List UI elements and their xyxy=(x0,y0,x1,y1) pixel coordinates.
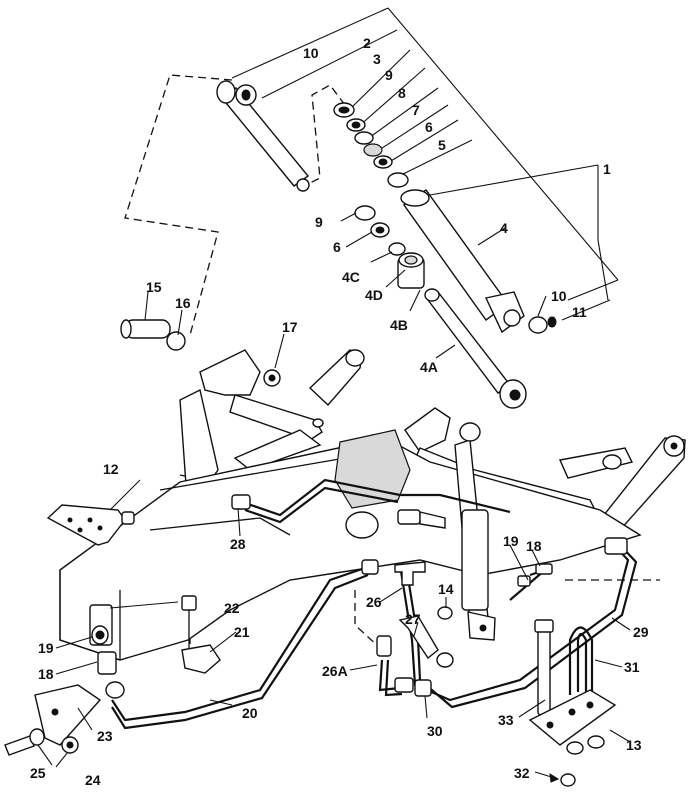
callout-9-lower: 9 xyxy=(315,214,323,230)
callout-11: 11 xyxy=(572,304,587,320)
callout-32: 32 xyxy=(514,765,530,781)
callout-19-right: 19 xyxy=(503,533,519,549)
callout-23: 23 xyxy=(97,728,113,744)
callout-10-lower: 10 xyxy=(551,288,567,304)
callout-31: 31 xyxy=(624,659,640,675)
pin-and-bushing xyxy=(120,319,186,351)
hydraulic-cylinder xyxy=(400,189,557,334)
tractor-housing xyxy=(59,418,642,661)
callout-29: 29 xyxy=(633,624,649,640)
callout-3: 3 xyxy=(373,51,381,67)
bracket-12 xyxy=(46,504,135,546)
callout-4D: 4D xyxy=(365,287,383,303)
callout-5: 5 xyxy=(438,137,446,153)
callout-6-lower: 6 xyxy=(333,239,341,255)
callout-15: 15 xyxy=(146,279,162,295)
callout-24: 24 xyxy=(85,772,101,788)
callout-25: 25 xyxy=(30,765,46,781)
callout-26A: 26A xyxy=(322,663,348,679)
callout-labels: 1 2 3 4 4A 4B 4C 4D 5 6 6 7 8 9 9 10 10 … xyxy=(30,35,649,788)
callout-16: 16 xyxy=(175,295,191,311)
piston-seal-stack xyxy=(354,205,425,289)
callout-17: 17 xyxy=(282,319,298,335)
callout-27: 27 xyxy=(405,611,421,627)
callout-14: 14 xyxy=(438,581,454,597)
seal-ring-stack xyxy=(333,102,409,188)
callout-19-left: 19 xyxy=(38,640,54,656)
callout-20: 20 xyxy=(242,705,258,721)
pipes xyxy=(111,478,638,730)
callout-4: 4 xyxy=(500,220,508,236)
callout-21: 21 xyxy=(234,624,250,640)
callout-18-right: 18 xyxy=(526,538,542,554)
callout-33: 33 xyxy=(498,712,514,728)
fittings xyxy=(231,454,628,697)
callout-13: 13 xyxy=(626,737,642,753)
u-bolt-clamp xyxy=(528,619,617,787)
callout-7: 7 xyxy=(412,102,420,118)
callout-4C: 4C xyxy=(342,269,360,285)
callout-10-upper: 10 xyxy=(303,45,319,61)
callout-18-left: 18 xyxy=(38,666,54,682)
callout-8: 8 xyxy=(398,85,406,101)
callout-12: 12 xyxy=(103,461,119,477)
callout-leaders xyxy=(37,212,631,783)
callout-30: 30 xyxy=(427,723,443,739)
callout-22: 22 xyxy=(224,600,240,616)
cylinder-rod xyxy=(424,288,527,409)
bracket-23 xyxy=(4,684,102,756)
callout-2: 2 xyxy=(363,35,371,51)
callout-26: 26 xyxy=(366,594,382,610)
leader-lines-top xyxy=(231,7,619,321)
callout-28: 28 xyxy=(230,536,246,552)
callout-9-upper: 9 xyxy=(385,67,393,83)
callout-4A: 4A xyxy=(420,359,438,375)
lift-link xyxy=(454,422,496,641)
top-link-rod-upper xyxy=(216,80,310,192)
callout-4B: 4B xyxy=(390,317,408,333)
callout-6-upper: 6 xyxy=(425,119,433,135)
callout-1: 1 xyxy=(603,161,611,177)
